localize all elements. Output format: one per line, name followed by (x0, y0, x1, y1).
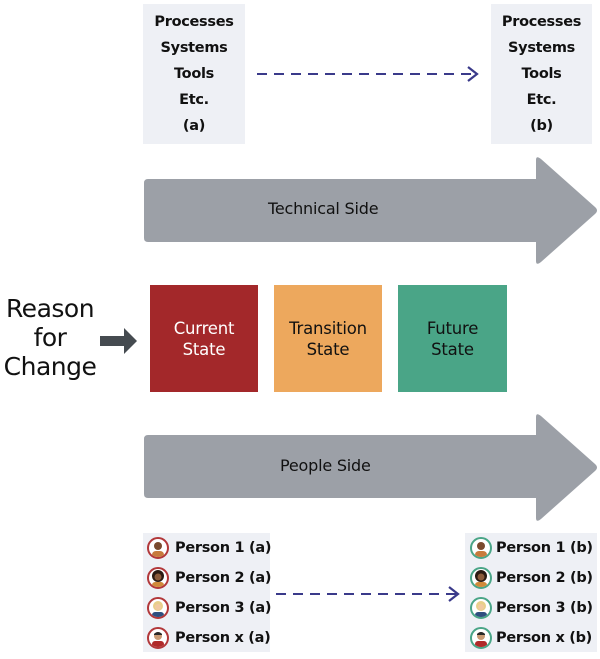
person-item: Person 2 (a) (147, 567, 271, 589)
current-state-line-2: State (182, 339, 226, 359)
person-3-avatar-icon (470, 597, 492, 619)
person-1-avatar-icon (470, 537, 492, 559)
tech-item-tag: (a) (182, 118, 206, 134)
person-x-avatar-icon (147, 627, 169, 649)
people-transition-dashed-arrow (276, 586, 460, 602)
tech-item-processes: Processes (154, 14, 234, 30)
people-current-list: Person 1 (a) Person 2 (a) Person 3 (a) P… (143, 533, 271, 652)
technical-transition-dashed-arrow (257, 66, 479, 82)
person-item: Person 1 (b) (470, 537, 593, 559)
person-label: Person 3 (b) (496, 600, 593, 616)
people-side-arrow: People Side (144, 412, 600, 523)
person-item: Person x (a) (147, 627, 271, 649)
person-label: Person 1 (b) (496, 540, 593, 556)
person-x-avatar-icon (470, 627, 492, 649)
people-side-arrow-shape (144, 414, 597, 521)
transition-state-line-1: Transition (289, 318, 367, 338)
reason-line-2: for (33, 323, 67, 352)
tech-item-tag: (b) (530, 118, 553, 134)
reason-for-change-label: Reason for Change (0, 294, 100, 381)
reason-line-1: Reason (5, 294, 95, 323)
person-1-avatar-icon (147, 537, 169, 559)
future-state-line-1: Future (426, 318, 479, 338)
current-state-line-1: Current (173, 318, 235, 338)
technical-items-future-box: Processes Systems Tools Etc. (b) (491, 4, 592, 144)
people-side-label: People Side (280, 456, 371, 475)
tech-item-tools: Tools (521, 66, 562, 82)
person-item: Person 1 (a) (147, 537, 271, 559)
tech-item-processes: Processes (501, 14, 582, 30)
technical-side-arrow: Technical Side (144, 155, 600, 266)
person-label: Person 3 (a) (175, 600, 272, 616)
person-label: Person 2 (b) (496, 570, 593, 586)
technical-side-arrow-shape (144, 157, 597, 264)
person-item: Person 2 (b) (470, 567, 593, 589)
transition-state-line-2: State (306, 339, 350, 359)
tech-item-tools: Tools (174, 66, 214, 82)
person-3-avatar-icon (147, 597, 169, 619)
tech-item-systems: Systems (160, 40, 228, 56)
person-item: Person 3 (b) (470, 597, 593, 619)
tech-item-etc: Etc. (526, 92, 557, 108)
person-item: Person x (b) (470, 627, 592, 649)
person-label: Person x (a) (175, 630, 271, 646)
person-label: Person 1 (a) (175, 540, 272, 556)
reason-arrow-icon (100, 328, 137, 354)
people-future-list: Person 1 (b) Person 2 (b) Person 3 (b) P… (465, 533, 597, 652)
person-label: Person 2 (a) (175, 570, 272, 586)
tech-item-etc: Etc. (179, 92, 209, 108)
reason-line-3: Change (3, 352, 97, 381)
person-2-avatar-icon (147, 567, 169, 589)
person-2-avatar-icon (470, 567, 492, 589)
technical-items-current-box: Processes Systems Tools Etc. (a) (143, 4, 245, 144)
person-item: Person 3 (a) (147, 597, 271, 619)
future-state-line-2: State (431, 339, 474, 359)
tech-item-systems: Systems (508, 40, 575, 56)
technical-side-label: Technical Side (268, 199, 379, 218)
person-label: Person x (b) (496, 630, 593, 646)
